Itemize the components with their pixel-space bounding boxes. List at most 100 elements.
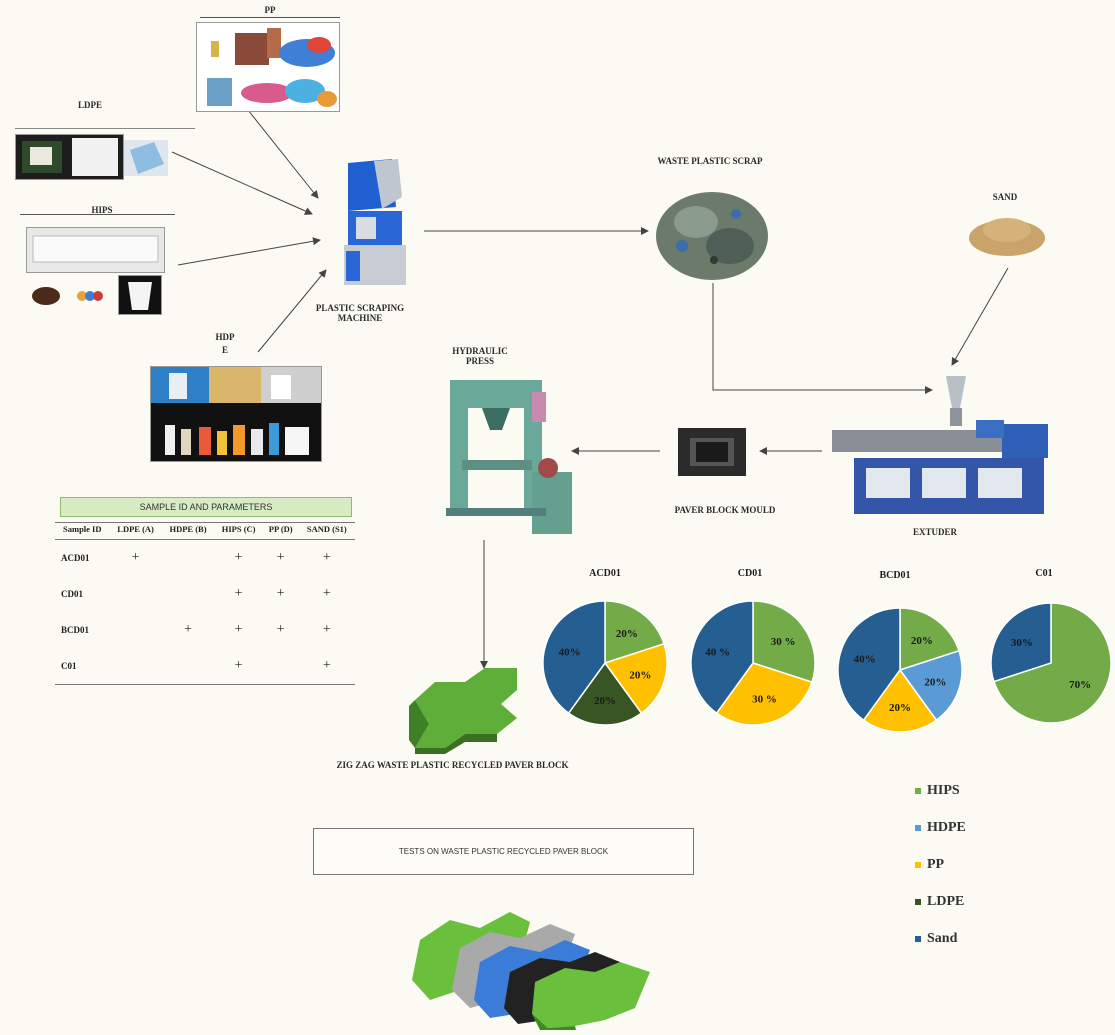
legend-label-hdpe: HDPE bbox=[927, 819, 966, 835]
sample-parameters-table: Sample ID LDPE (A) HDPE (B) HIPS (C) PP … bbox=[55, 522, 355, 685]
waste-scrap-image bbox=[652, 180, 772, 285]
pie-data-label: 40 % bbox=[705, 647, 730, 659]
pie-data-label: 30 % bbox=[771, 636, 796, 648]
header-pp: PP (D) bbox=[262, 522, 299, 540]
header-sample-id: Sample ID bbox=[55, 522, 110, 540]
table-row: CD01 + + + bbox=[55, 576, 355, 612]
legend-label-sand: Sand bbox=[927, 930, 958, 946]
pie-chart-bcd01: 20%20%20%40% bbox=[837, 607, 963, 733]
cell-pp: + bbox=[276, 621, 285, 637]
hdpe-products-photo bbox=[150, 366, 322, 462]
mould-image bbox=[672, 420, 752, 482]
table-row: C01 + + bbox=[55, 647, 355, 685]
pie-data-label: 30 % bbox=[752, 693, 777, 705]
pie-data-label: 20% bbox=[629, 669, 651, 681]
cell-hips: + bbox=[234, 585, 243, 601]
pie-slice-ldpe bbox=[567, 661, 643, 726]
pie-data-label: 20% bbox=[616, 628, 638, 640]
legend-label-ldpe: LDPE bbox=[927, 893, 965, 909]
cell-hips: + bbox=[234, 621, 243, 637]
legend-label-hips: HIPS bbox=[927, 782, 960, 798]
hips-label: HIPS bbox=[91, 205, 113, 215]
pie-title-c01: C01 bbox=[1035, 568, 1053, 579]
pie-slice-pp bbox=[603, 642, 668, 715]
header-sand: SAND (S1) bbox=[298, 522, 355, 540]
legend-label-pp: PP bbox=[927, 856, 945, 872]
pie-slice-hips bbox=[992, 602, 1112, 724]
cell-hdpe bbox=[162, 539, 215, 576]
row-id: BCD01 bbox=[61, 624, 90, 635]
stacked-blocks-image bbox=[400, 900, 690, 1030]
pie-title-bcd01: BCD01 bbox=[879, 570, 911, 581]
table-row: BCD01 + + + + bbox=[55, 612, 355, 648]
pie-slice-hips bbox=[899, 607, 960, 672]
cell-sand: + bbox=[298, 647, 355, 685]
mould-label: PAVER BLOCK MOULD bbox=[674, 505, 776, 515]
arrow-scrap-to-extruder bbox=[712, 283, 933, 394]
scraping-machine-image bbox=[334, 157, 414, 289]
pie-data-label: 20% bbox=[911, 635, 933, 647]
cell-pp: + bbox=[276, 549, 285, 565]
extruder-image bbox=[826, 372, 1056, 524]
pie-chart-c01: 70%30% bbox=[990, 602, 1112, 724]
legend-swatch-hips bbox=[915, 787, 921, 794]
cell-hips: + bbox=[234, 549, 243, 565]
pie-data-label: 40% bbox=[559, 647, 581, 659]
table-header-row: Sample ID LDPE (A) HDPE (B) HIPS (C) PP … bbox=[55, 522, 355, 540]
arrow-ldpe-to-machine bbox=[171, 151, 313, 215]
hips-underline bbox=[20, 214, 175, 215]
sample-table-title: SAMPLE ID AND PARAMETERS bbox=[60, 497, 352, 517]
legend-swatch-sand bbox=[915, 935, 921, 942]
pp-label: PP bbox=[264, 5, 276, 15]
pie-slice-hips bbox=[752, 600, 816, 684]
ldpe-products-photo bbox=[15, 134, 124, 180]
cell-ldpe bbox=[110, 612, 162, 648]
legend-swatch-ldpe bbox=[915, 898, 921, 905]
hips-cup-photo bbox=[118, 275, 162, 315]
ldpe-label: LDPE bbox=[77, 100, 102, 110]
pie-slice-pp bbox=[715, 662, 813, 726]
pie-title-cd01: CD01 bbox=[737, 568, 763, 579]
ldpe-bag-photo bbox=[124, 140, 168, 176]
cell-pp bbox=[262, 647, 299, 685]
pie-legend: HIPS HDPE PP LDPE Sand bbox=[915, 772, 1035, 957]
header-hips: HIPS (C) bbox=[214, 522, 263, 540]
cell-sand: + bbox=[322, 549, 331, 565]
arrow-sand-to-extruder bbox=[951, 267, 1009, 366]
pie-title-acd01: ACD01 bbox=[589, 568, 621, 579]
legend-swatch-hdpe bbox=[915, 824, 921, 831]
pie-slice-sand bbox=[837, 607, 901, 722]
hydraulic-press-label: HYDRAULIC PRESS bbox=[452, 346, 508, 367]
row-id: CD01 bbox=[61, 588, 83, 599]
sand-label: SAND bbox=[992, 192, 1018, 202]
arrow-hdpe-to-machine bbox=[257, 269, 327, 353]
pie-data-label: 40% bbox=[854, 654, 876, 666]
cell-ldpe: + bbox=[131, 549, 140, 565]
hdpe-label-line1: HDP bbox=[215, 332, 235, 342]
row-id: C01 bbox=[55, 647, 110, 685]
ldpe-underline bbox=[15, 128, 195, 129]
header-ldpe: LDPE (A) bbox=[109, 522, 162, 540]
cell-hdpe bbox=[162, 576, 215, 612]
hdpe-label-line2: E bbox=[221, 345, 228, 355]
cell-ldpe bbox=[109, 647, 162, 685]
waste-scrap-label: WASTE PLASTIC SCRAP bbox=[657, 156, 763, 166]
pie-slice-hips bbox=[604, 600, 665, 665]
extruder-label: EXTUDER bbox=[912, 527, 957, 537]
hips-tray-photo bbox=[26, 227, 165, 273]
pie-data-label: 70% bbox=[1069, 679, 1091, 691]
pie-slice-sand bbox=[690, 600, 754, 715]
pie-data-label: 20% bbox=[594, 695, 616, 707]
pie-slice-sand bbox=[990, 602, 1052, 683]
legend-item-hips: HIPS bbox=[915, 772, 1035, 809]
pie-slice-sand bbox=[542, 600, 606, 715]
zigzag-block-label: ZIG ZAG WASTE PLASTIC RECYCLED PAVER BLO… bbox=[336, 760, 569, 770]
cell-hdpe bbox=[161, 647, 215, 685]
pp-underline bbox=[200, 17, 340, 18]
cell-sand: + bbox=[322, 621, 331, 637]
cell-pp: + bbox=[276, 585, 285, 601]
pie-slice-hdpe bbox=[898, 649, 963, 722]
cell-sand: + bbox=[322, 585, 331, 601]
tests-box: TESTS ON WASTE PLASTIC RECYCLED PAVER BL… bbox=[313, 828, 694, 875]
